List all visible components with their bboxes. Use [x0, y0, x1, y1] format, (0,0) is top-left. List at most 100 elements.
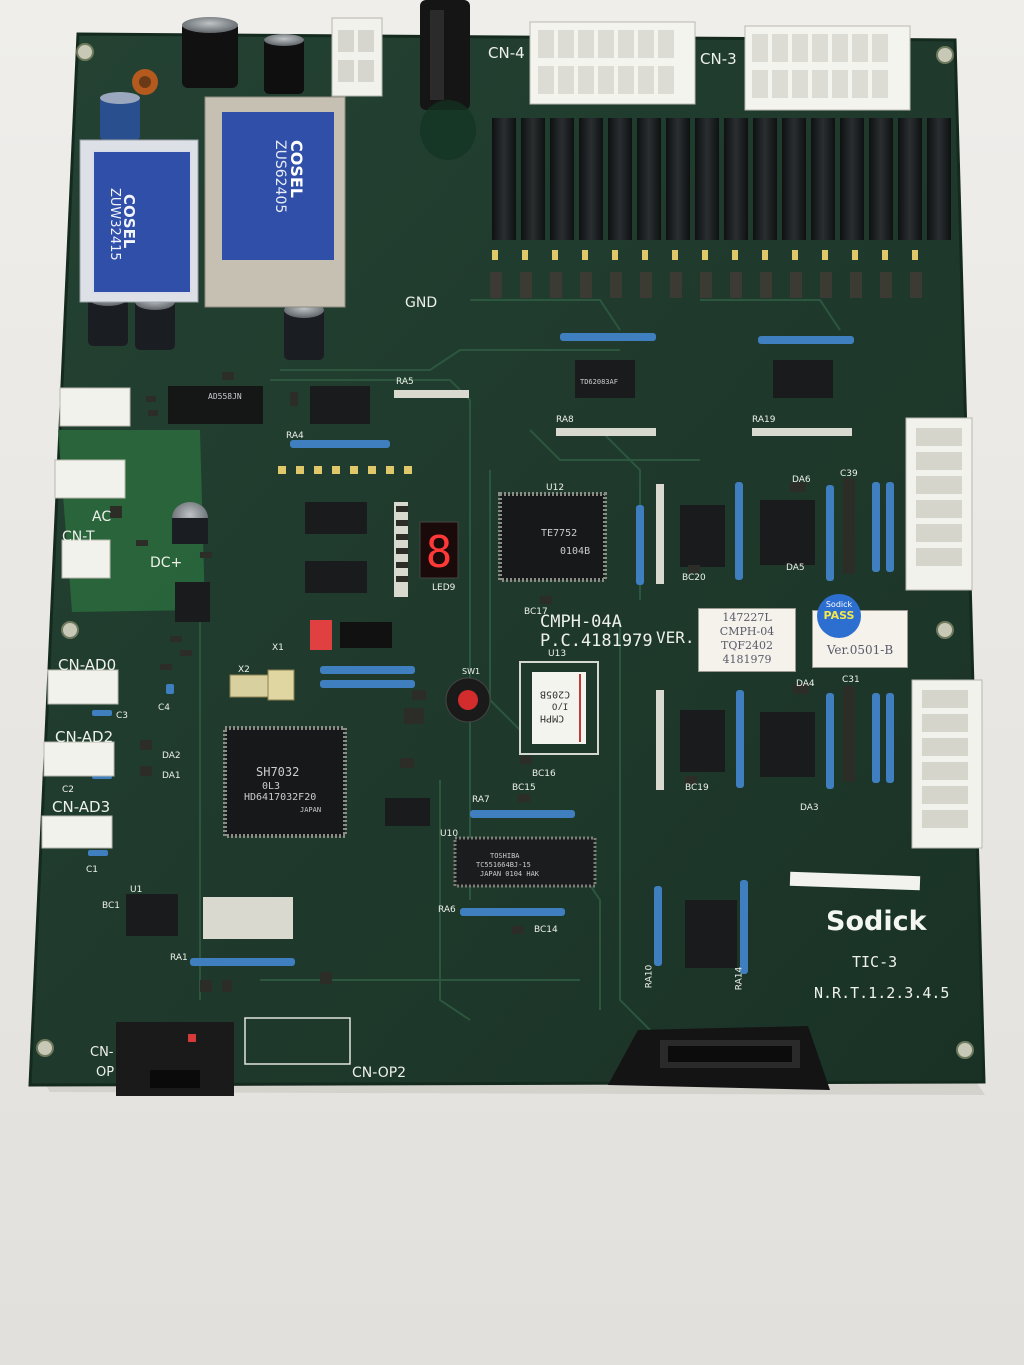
label-da1: DA1 [162, 771, 181, 781]
label-da2: DA2 [162, 751, 181, 761]
power-module-left-brand: COSEL [120, 194, 138, 249]
lot-sticker: 147227L CMPH-04 TQF2402 4181979 [698, 608, 796, 672]
power-module-right-brand: COSEL [287, 140, 306, 198]
lot-line-3: TQF2402 [721, 639, 773, 652]
label-c39: C39 [840, 469, 858, 479]
label-bc15: BC15 [512, 783, 536, 793]
label-led9: LED9 [432, 583, 456, 593]
seven-segment-display [419, 521, 459, 579]
version-text: Ver.0501-B [826, 643, 894, 657]
pass-sticker: Sodick PASS [817, 594, 861, 638]
board-model: TIC-3 [852, 953, 898, 971]
label-u13: U13 [548, 649, 567, 659]
label-bc16: BC16 [532, 769, 556, 779]
label-cn-ad0: CN-AD0 [58, 656, 117, 674]
power-module-left-model: ZUW32415 [107, 188, 122, 261]
ram-chip [453, 836, 597, 888]
connector-cn2 [331, 17, 383, 97]
mounting-holes [36, 43, 974, 1059]
crystal [229, 674, 269, 698]
label-x1: X1 [272, 643, 284, 653]
ram-origin: JAPAN 0104 HAK [480, 870, 540, 878]
fpga-code: 0104B [560, 546, 591, 557]
label-u10: U10 [440, 829, 459, 839]
label-da6: DA6 [792, 475, 811, 485]
mcu-line1: 0L3 [262, 781, 281, 792]
mcu-line3: JAPAN [300, 806, 322, 814]
marker-strip [789, 871, 921, 891]
ram-brand: TOSHIBA [490, 852, 520, 860]
lot-line-2: CMPH-04 [719, 625, 775, 638]
label-c1: C1 [86, 865, 99, 875]
label-bc14: BC14 [534, 925, 558, 935]
adc-part: AD558JN [208, 392, 242, 401]
label-ra6: RA6 [438, 905, 456, 915]
pass-sticker-brand: Sodick [825, 600, 853, 609]
cmph-chip-label-3: C205B [540, 688, 571, 700]
label-ra10: RA10 [644, 964, 655, 989]
connector-cn4 [529, 21, 696, 105]
label-u12: U12 [546, 483, 565, 493]
label-ra19: RA19 [752, 415, 776, 425]
smd-passives [110, 372, 855, 992]
label-bc20: BC20 [682, 573, 706, 583]
board-part-number: P.C.4181979 [540, 631, 653, 651]
label-ra1: RA1 [170, 953, 188, 963]
label-ra5: RA5 [396, 377, 414, 387]
label-cn-op1-b: OP [96, 1065, 115, 1080]
large-capacitor [420, 0, 470, 110]
label-c31: C31 [842, 675, 860, 685]
label-ac: AC [92, 509, 112, 525]
label-bc1: BC1 [102, 901, 121, 911]
label-sw1: SW1 [462, 667, 481, 676]
mcu-qfp [223, 726, 347, 838]
label-cn-op1-a: CN- [90, 1045, 114, 1060]
label-gnd: GND [405, 295, 438, 311]
ribbon-connector [608, 1026, 830, 1090]
label-bc17: BC17 [524, 607, 548, 617]
mcu-brand: SH7032 [256, 765, 300, 779]
lot-line-4: 4181979 [722, 653, 772, 666]
connector-cn3 [744, 25, 911, 111]
lot-line-1: 147227L [722, 611, 772, 624]
label-bc19: BC19 [685, 783, 709, 793]
label-cn-ad2: CN-AD2 [55, 728, 114, 746]
cmph-chip-label-2: I/O [552, 700, 569, 711]
pass-sticker-text: PASS [823, 609, 855, 622]
cmph-chip-label-1: CMPH [540, 712, 565, 724]
label-da5: DA5 [786, 563, 805, 573]
board-revision: N.R.T.1.2.3.4.5 [814, 984, 950, 1002]
label-c3: C3 [116, 711, 129, 721]
board-part-name: CMPH-04A [540, 612, 622, 632]
label-cn3: CN-3 [700, 50, 737, 68]
ram-part: TC551664BJ-15 [476, 861, 531, 869]
label-c4: C4 [158, 703, 171, 713]
label-ra8: RA8 [556, 415, 574, 425]
svg-text:8: 8 [426, 527, 453, 578]
label-ra4: RA4 [286, 431, 304, 441]
power-module-right-label: COSEL ZUS62405 [222, 112, 334, 260]
fpga-part: TE7752 [541, 528, 578, 539]
relay-row [492, 118, 951, 240]
label-x2: X2 [238, 665, 250, 675]
mcu-line2: HD6417032F20 [244, 792, 317, 803]
dip-switch [310, 620, 332, 650]
label-cn-t: CN-T [62, 529, 95, 545]
label-ra7: RA7 [472, 795, 490, 805]
capacitor-group-top-left [100, 17, 304, 140]
fpga-qfp [498, 492, 607, 582]
adc-dip [168, 386, 263, 424]
label-cn-ad3: CN-AD3 [52, 798, 111, 816]
label-da4: DA4 [796, 679, 815, 689]
label-u1: U1 [130, 885, 143, 895]
resistor-array-blue [88, 333, 894, 974]
label-cn-op2: CN-OP2 [352, 1065, 407, 1081]
board-ver-label: VER. [656, 628, 695, 647]
label-ra14: RA14 [734, 966, 745, 991]
label-c2: C2 [62, 785, 75, 795]
label-dc: DC+ [150, 555, 183, 571]
driver-chip-label: TD62083AF [580, 378, 618, 386]
plcc-socket [519, 661, 599, 755]
brand-logo: Sodick [826, 906, 927, 937]
